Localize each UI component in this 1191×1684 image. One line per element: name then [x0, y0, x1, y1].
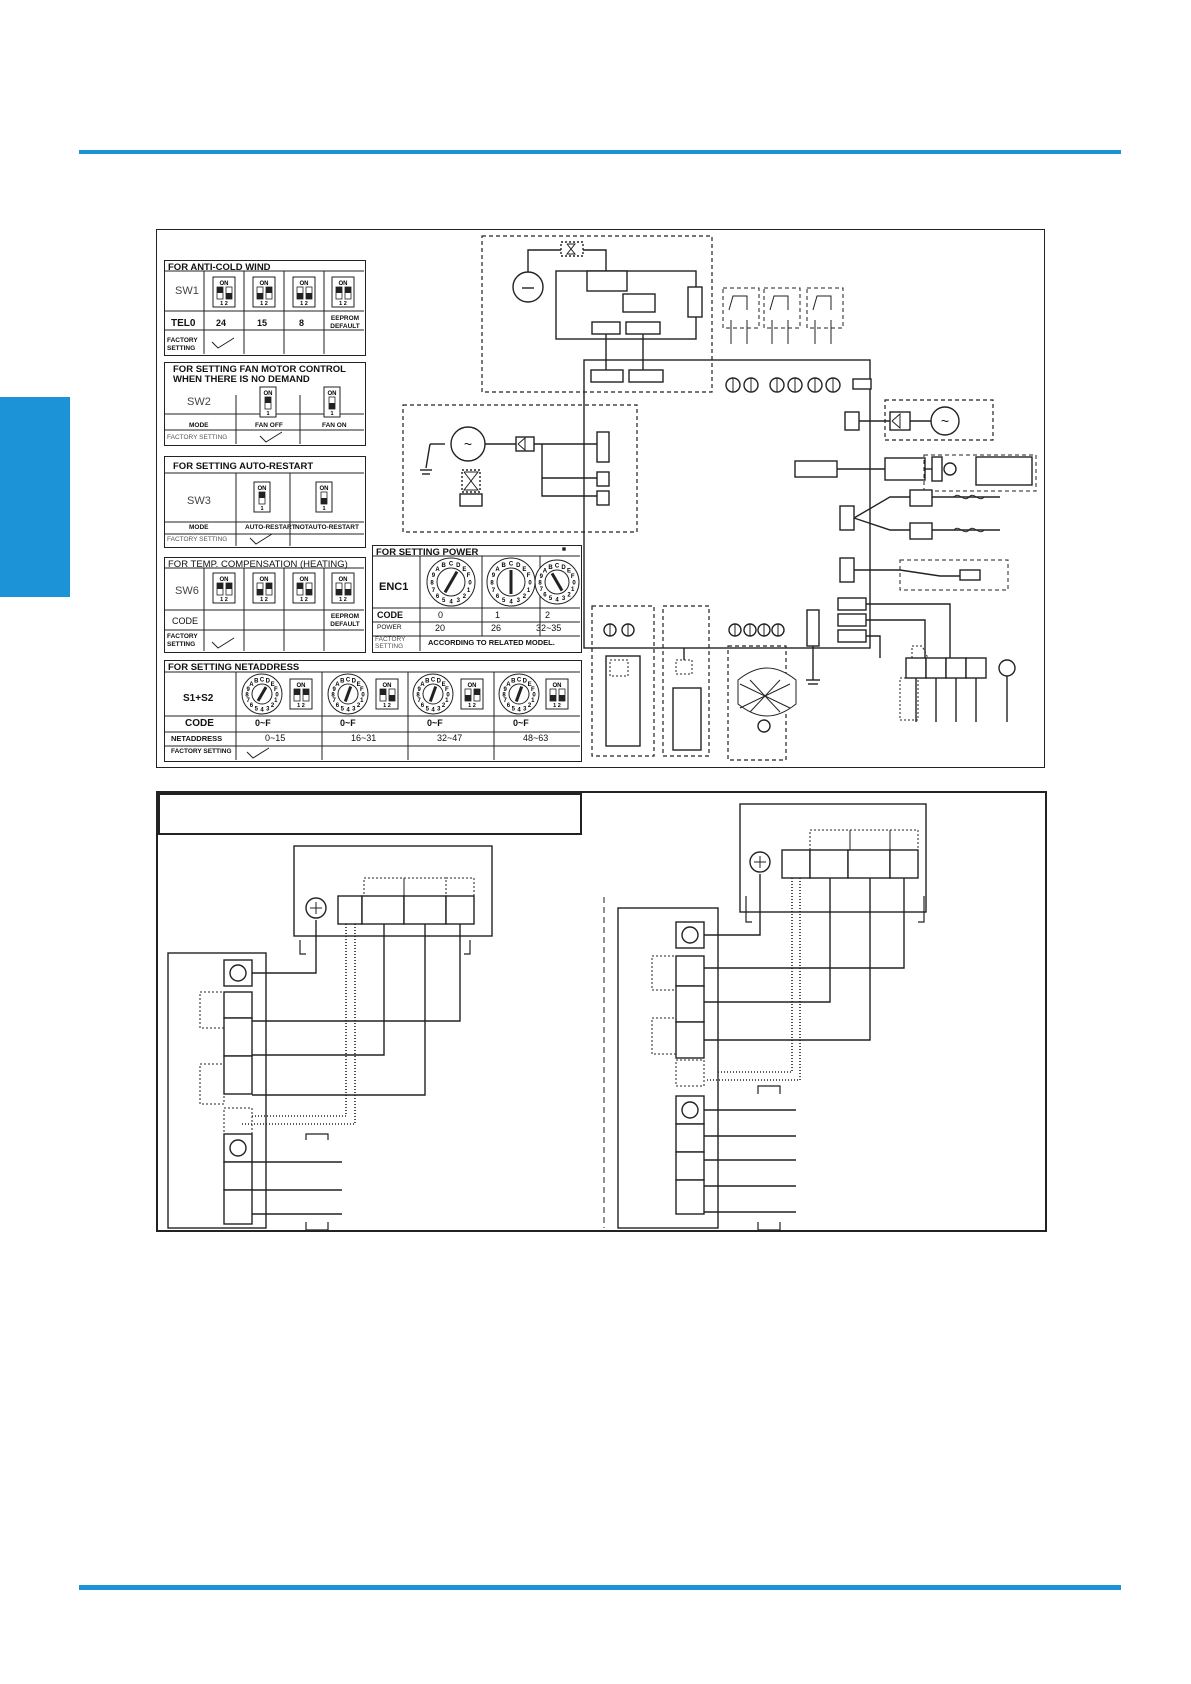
sw3-opt1: AUTO-RESTART [245, 524, 296, 531]
sw1-value-2: 15 [257, 318, 268, 328]
sw3-title: FOR SETTING AUTO-RESTART [173, 461, 314, 472]
enc1-code-1: 0 [438, 610, 444, 620]
netaddress-range-4: 48~63 [523, 733, 549, 743]
enc1-power: POWER [377, 624, 402, 631]
sw1-title: FOR ANTI-COLD WIND [168, 262, 271, 273]
sw3-table: FOR SETTING AUTO-RESTART SW3 MODE AUTO-R… [164, 456, 366, 548]
netaddress-code-2: 0~F [340, 718, 356, 728]
enc1-title: FOR SETTING POWER [376, 547, 479, 558]
enc1-table: FOR SETTING POWER ENC1 CODE 0 1 2 POWER … [372, 545, 582, 653]
sw3-factory: FACTORY SETTING [167, 536, 228, 543]
sw1-table: FOR ANTI-COLD WIND SW1 TEL0 24 15 8 EEPR… [164, 260, 366, 356]
sw6-title: FOR TEMP. COMPENSATION (HEATING) [168, 559, 348, 570]
sw2-factory: FACTORY SETTING [167, 434, 228, 441]
sw3-mode: MODE [189, 524, 209, 531]
enc1-power-2: 26 [491, 623, 502, 633]
sw2-opt1: FAN OFF [255, 422, 283, 429]
netaddress-code-3: 0~F [427, 718, 443, 728]
sw6-code: CODE [172, 616, 199, 626]
sw6-table: FOR TEMP. COMPENSATION (HEATING) SW6 COD… [164, 557, 366, 653]
enc1-label: ENC1 [379, 581, 409, 593]
netaddress-range-2: 16~31 [351, 733, 377, 743]
sw1-row-label: TEL0 [171, 318, 196, 329]
netaddress-range-1: 0~15 [265, 733, 286, 743]
netaddress-row: NETADDRESS [171, 734, 223, 743]
wiring-diagram-frame [156, 229, 1045, 768]
enc1-power-3: 32~35 [536, 623, 562, 633]
sw1-value-4: EEPROM DEFAULT [330, 315, 360, 330]
sw1-label: SW1 [175, 285, 199, 297]
top-rule [79, 150, 1121, 154]
sw1-factory: FACTORY SETTING [167, 337, 198, 352]
sw2-mode: MODE [189, 422, 209, 429]
sw1-value-3: 8 [299, 318, 305, 328]
netaddress-code-4: 0~F [513, 718, 529, 728]
sw6-factory: FACTORY SETTING [167, 633, 198, 648]
sw2-label: SW2 [187, 396, 211, 408]
sw1-value-1: 24 [216, 318, 227, 328]
sw6-eeprom: EEPROM DEFAULT [330, 613, 360, 628]
enc1-factory: FACTORY SETTING [375, 636, 406, 650]
netaddress-label: S1+S2 [183, 693, 214, 704]
sw2-opt2: FAN ON [322, 422, 347, 429]
sw2-title-2: WHEN THERE IS NO DEMAND [173, 374, 310, 385]
enc1-according: ACCORDING TO RELATED MODEL. [428, 638, 555, 647]
netaddress-code-1: 0~F [255, 718, 271, 728]
enc1-code: CODE [377, 610, 404, 620]
side-tab [0, 397, 70, 597]
sw3-label: SW3 [187, 495, 211, 507]
netaddress-range-3: 32~47 [437, 733, 463, 743]
connection-diagram-frame [156, 791, 1047, 1232]
sw2-table: FOR SETTING FAN MOTOR CONTROL WHEN THERE… [164, 362, 366, 446]
sw2-title: FOR SETTING FAN MOTOR CONTROL [173, 364, 346, 375]
netaddress-table: FOR SETTING NETADDRESS S1+S2 CODE 0~F 0~… [164, 660, 582, 762]
sw6-label: SW6 [175, 585, 199, 597]
enc1-code-3: 2 [545, 610, 551, 620]
netaddress-code: CODE [185, 718, 214, 729]
enc1-code-2: 1 [495, 610, 501, 620]
netaddress-title: FOR SETTING NETADDRESS [168, 662, 300, 673]
sw3-opt2: NOTAUTO-RESTART [295, 524, 359, 531]
connection-caption-box [158, 793, 582, 835]
netaddress-factory: FACTORY SETTING [171, 748, 232, 755]
bottom-rule [79, 1585, 1121, 1590]
enc1-power-1: 20 [435, 623, 446, 633]
